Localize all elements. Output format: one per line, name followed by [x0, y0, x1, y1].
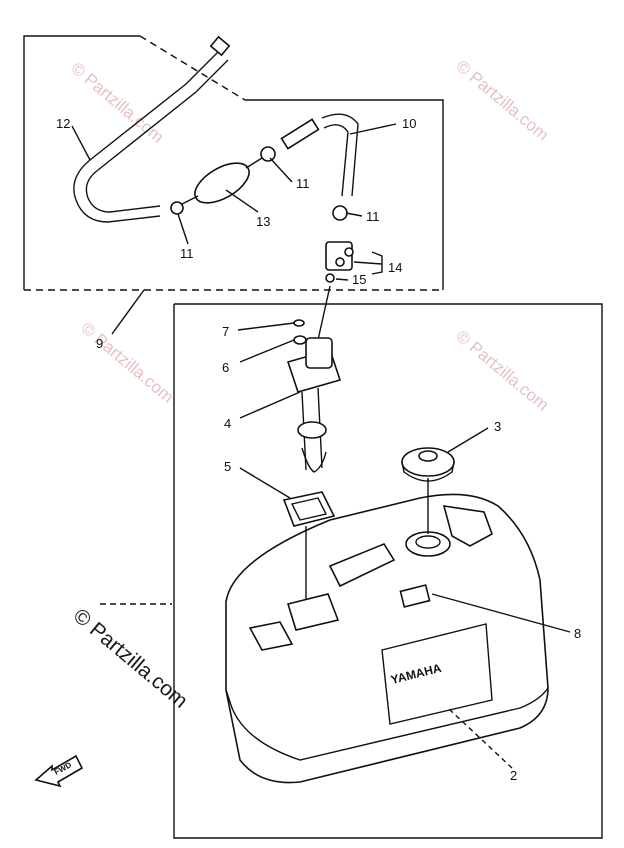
- leader-lines: [71, 123, 571, 769]
- hose-assembly-frame: [23, 35, 444, 291]
- fuel-tank: YAMAHA: [225, 493, 549, 784]
- callout-7: 7: [222, 324, 229, 339]
- callout-8: 8: [574, 626, 581, 641]
- callout-4: 4: [224, 416, 231, 431]
- watermark-mid-right: © Partzilla.com: [452, 327, 552, 415]
- callout-6: 6: [222, 360, 229, 375]
- fwd-arrow-icon: FWD: [34, 754, 84, 788]
- fuel-hose-12: [73, 35, 231, 223]
- callout-5: 5: [224, 459, 231, 474]
- callout-11-c: 11: [180, 246, 194, 261]
- callout-11-b: 11: [366, 209, 380, 224]
- watermark-mid-left: © Partzilla.com: [77, 319, 177, 407]
- gasket: [282, 491, 336, 527]
- callout-13: 13: [256, 214, 270, 229]
- fuel-tank-frame: [173, 303, 603, 839]
- callout-12: 12: [56, 116, 70, 131]
- watermark-top-left: © Partzilla.com: [67, 59, 167, 147]
- callout-11-a: 11: [296, 176, 310, 191]
- callout-2: 2: [510, 768, 517, 783]
- fuel-hose-10: [280, 113, 359, 221]
- fuel-joint-assembly: [286, 285, 342, 473]
- callout-10: 10: [402, 116, 416, 131]
- callout-3: 3: [494, 419, 501, 434]
- callout-15: 15: [352, 272, 366, 287]
- fuel-cap: [401, 447, 455, 482]
- callout-14: 14: [388, 260, 402, 275]
- watermark-top-right: © Partzilla.com: [452, 57, 552, 145]
- hose-joint-connector: [325, 241, 354, 283]
- primer-bulb: [170, 146, 276, 215]
- callout-9: 9: [96, 336, 103, 351]
